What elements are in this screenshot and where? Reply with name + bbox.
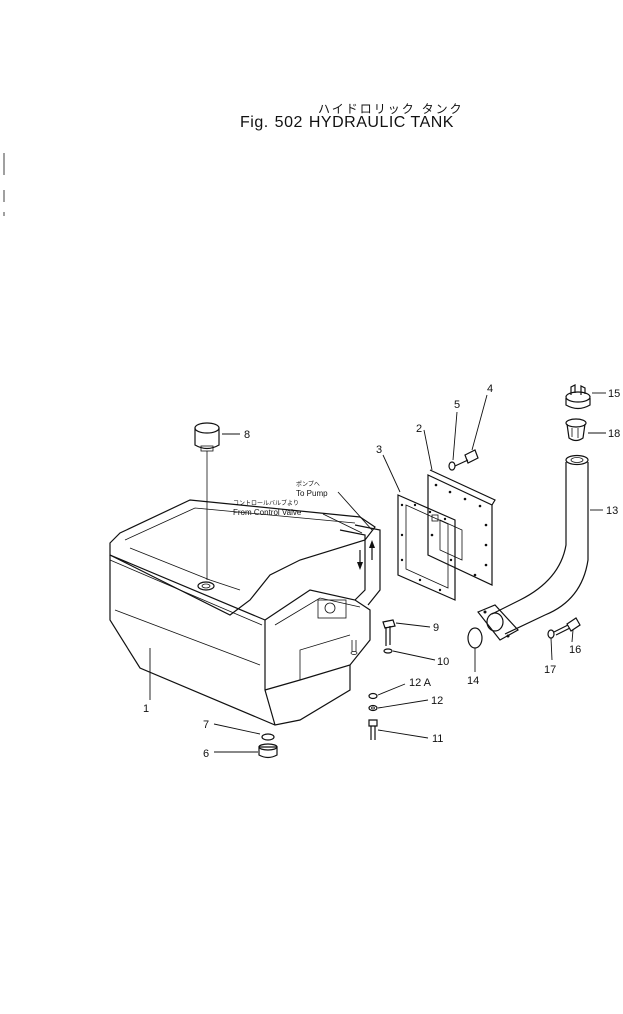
cover-plate bbox=[423, 429, 496, 586]
figure-name: HYDRAULIC TANK bbox=[308, 114, 454, 131]
fig-number: 502 bbox=[274, 114, 303, 131]
flow-notes: ポンプへ To Pump コントロールバルブより From Control Va… bbox=[233, 480, 373, 534]
o-ring bbox=[467, 627, 483, 672]
from-valve-jp: コントロールバルブより bbox=[233, 499, 299, 507]
part-label-3: 3 bbox=[376, 444, 382, 456]
part-label-9: 9 bbox=[433, 622, 439, 634]
part-label-11: 11 bbox=[432, 733, 443, 745]
part-label-12: 12 bbox=[431, 695, 443, 707]
part-label-2: 2 bbox=[416, 423, 422, 435]
part-label-16: 16 bbox=[569, 644, 581, 656]
breather-part bbox=[194, 422, 240, 580]
bolt-9-10 bbox=[382, 619, 436, 661]
part-label-8: 8 bbox=[244, 429, 250, 441]
filler-cap bbox=[565, 384, 606, 410]
part-label-14: 14 bbox=[467, 675, 479, 687]
part-label-13: 13 bbox=[606, 505, 618, 517]
tank-body bbox=[109, 499, 381, 726]
flange-bolt bbox=[547, 617, 581, 661]
bolt-washer bbox=[448, 394, 488, 471]
part-label-15: 15 bbox=[608, 388, 620, 400]
part-labels: 1 2 3 4 5 6 7 8 9 10 11 12 12 A 13 14 15… bbox=[143, 383, 620, 760]
part-label-18: 18 bbox=[608, 428, 620, 440]
filler-pipe bbox=[477, 454, 603, 641]
to-pump-label: To Pump bbox=[296, 489, 328, 498]
title-english: Fig. 502 HYDRAULIC TANK bbox=[240, 114, 460, 132]
fig-prefix: Fig. bbox=[240, 114, 269, 131]
bolt-11-12 bbox=[368, 683, 429, 740]
part-label-6: 6 bbox=[203, 748, 209, 760]
part-label-10: 10 bbox=[437, 656, 449, 668]
part-label-7: 7 bbox=[203, 719, 209, 731]
strainer bbox=[565, 418, 606, 442]
drain-plug bbox=[213, 723, 278, 759]
gasket bbox=[382, 454, 456, 601]
from-valve-label: From Control Valve bbox=[233, 508, 302, 517]
part-label-12a: 12 A bbox=[409, 677, 432, 689]
title-japanese: ハイドロリック タンク bbox=[318, 102, 464, 116]
to-pump-jp: ポンプへ bbox=[296, 480, 320, 488]
part-label-17: 17 bbox=[544, 664, 556, 676]
part-label-4: 4 bbox=[487, 383, 493, 395]
part-label-5: 5 bbox=[454, 399, 460, 411]
part-label-1: 1 bbox=[143, 703, 149, 715]
